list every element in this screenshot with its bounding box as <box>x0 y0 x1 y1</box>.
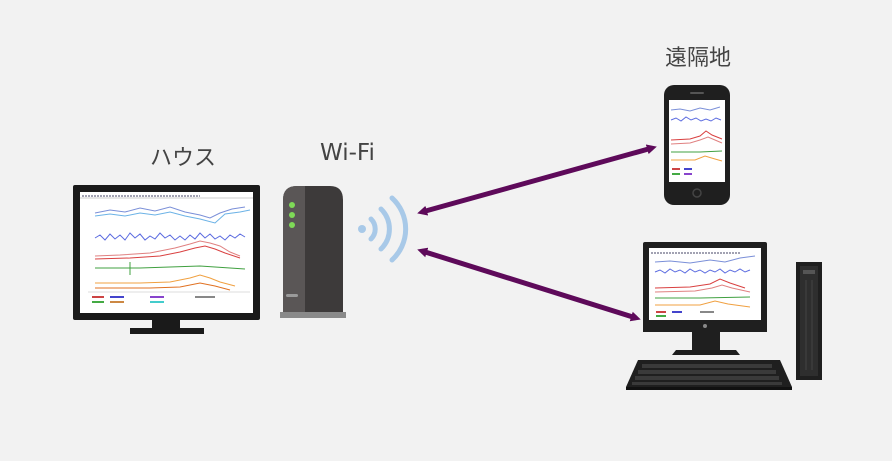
keyboard-icon <box>626 360 792 390</box>
house-label: ハウス <box>150 146 217 171</box>
connection-arrow-smartphone <box>417 144 657 216</box>
router-led-icon <box>289 222 295 228</box>
monitor-screen-graph <box>80 195 253 303</box>
wifi-router-icon <box>280 186 346 318</box>
remote-location-label: 遠隔地 <box>665 46 732 71</box>
router-led-icon <box>289 202 295 208</box>
desktop-pc-icon <box>643 242 767 355</box>
pc-tower-icon <box>796 262 822 380</box>
smartphone-screen-graph <box>670 106 723 175</box>
wifi-label: Wi-Fi <box>320 140 375 166</box>
wifi-signal-icon <box>358 195 409 263</box>
desktop-monitor-icon <box>73 185 260 334</box>
connection-arrow-desktop <box>417 247 641 322</box>
desktop-screen-graph <box>651 252 756 317</box>
smartphone-icon <box>664 85 730 205</box>
router-led-icon <box>289 212 295 218</box>
